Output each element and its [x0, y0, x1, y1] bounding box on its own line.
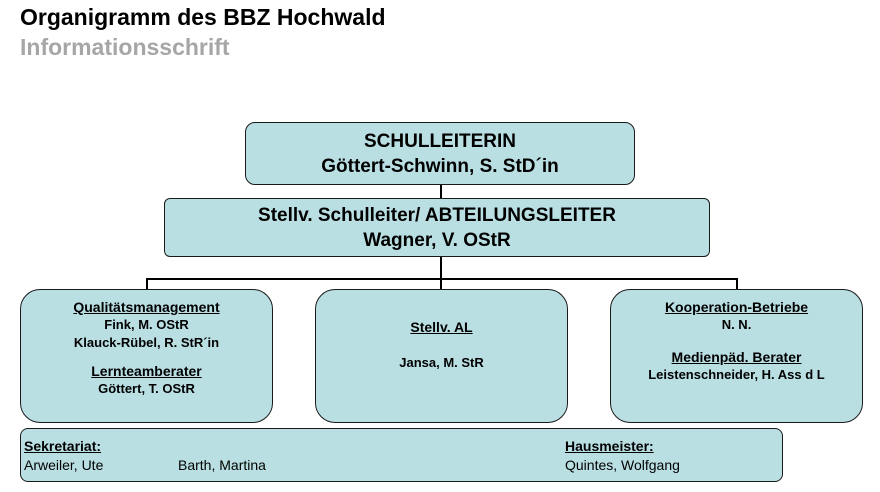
- cooperation-box: Kooperation-Betriebe N. N. Medienpäd. Be…: [610, 289, 863, 423]
- connector-vertical-main: [440, 257, 442, 279]
- connector-top: [440, 185, 442, 198]
- secretariat-label: Sekretariat:: [24, 438, 102, 454]
- connector-center: [440, 278, 442, 290]
- quality-box: Qualitätsmanagement Fink, M. OStR Klauck…: [20, 289, 273, 423]
- staff-box: Sekretariat: Arweiler, Ute Barth, Martin…: [20, 428, 783, 482]
- quality-heading: Qualitätsmanagement: [73, 299, 220, 315]
- deputy-name: Wagner, V. OStR: [363, 230, 511, 251]
- secretariat-member-1: Arweiler, Ute: [24, 457, 104, 473]
- principal-box: SCHULLEITERIN Göttert-Schwinn, S. StD´in: [245, 122, 635, 185]
- quality-member-1: Fink, M. OStR: [104, 317, 189, 332]
- janitor-member: Quintes, Wolfgang: [565, 457, 680, 473]
- deputy-role: Stellv. Schulleiter/ ABTEILUNGSLEITER: [258, 205, 616, 226]
- janitor-label: Hausmeister:: [565, 438, 654, 454]
- cooperation-member: N. N.: [721, 317, 752, 332]
- connector-left: [146, 278, 148, 290]
- page-subtitle: Informationsschrift: [20, 34, 230, 60]
- page-title: Organigramm des BBZ Hochwald: [20, 4, 386, 30]
- learnteam-member: Göttert, T. OStR: [98, 381, 195, 396]
- cooperation-heading: Kooperation-Betriebe: [664, 299, 809, 315]
- media-heading: Medienpäd. Berater: [671, 349, 802, 365]
- deputy-box: Stellv. Schulleiter/ ABTEILUNGSLEITER Wa…: [164, 198, 710, 257]
- secretariat-member-2: Barth, Martina: [178, 457, 266, 473]
- principal-name: Göttert-Schwinn, S. StD´in: [321, 156, 559, 177]
- deputy-al-box: Stellv. AL Jansa, M. StR: [315, 289, 568, 423]
- quality-member-2: Klauck-Rübel, R. StR´in: [73, 335, 220, 350]
- learnteam-heading: Lernteamberater: [91, 363, 202, 379]
- principal-role: SCHULLEITERIN: [364, 131, 516, 152]
- deputy-al-member: Jansa, M. StR: [399, 355, 484, 370]
- media-member: Leistenschneider, H. Ass d L: [648, 367, 825, 382]
- deputy-al-heading: Stellv. AL: [410, 319, 473, 335]
- connector-right: [736, 278, 738, 290]
- connector-horizontal: [146, 278, 738, 280]
